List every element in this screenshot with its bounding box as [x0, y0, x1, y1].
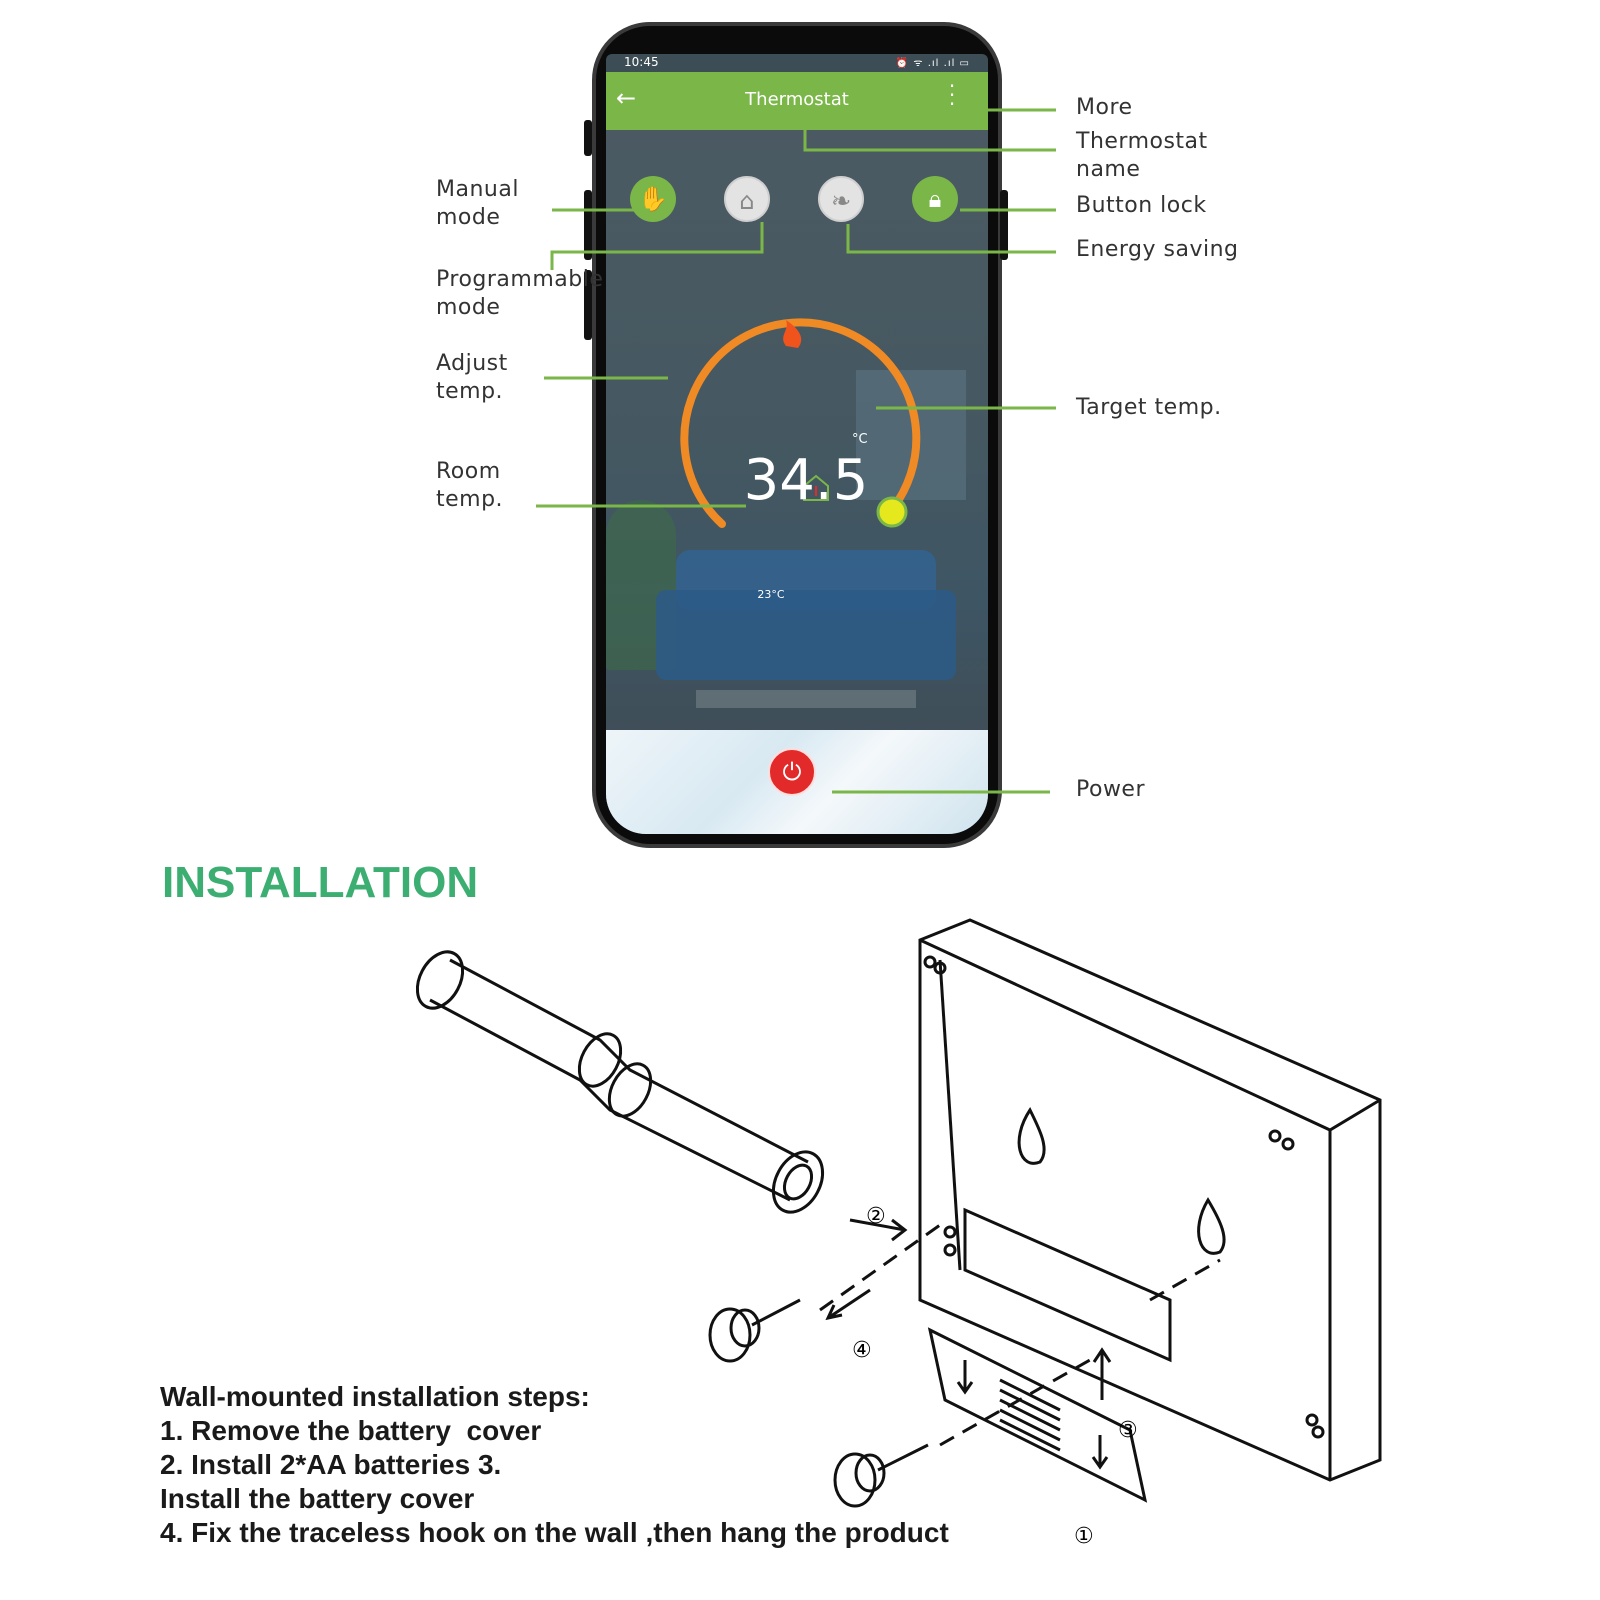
status-time: 10:45	[624, 55, 659, 69]
step-item: 4. Fix the traceless hook on the wall ,t…	[160, 1517, 949, 1548]
thermostat-name: Thermostat	[745, 89, 849, 110]
installation-title: INSTALLATION	[162, 858, 479, 907]
flame-icon	[783, 320, 802, 348]
energy-saving-line	[846, 224, 1056, 254]
callout-room-temp: Room temp.	[436, 459, 504, 512]
lock-icon: 🔒︎	[928, 185, 942, 213]
programmable-mode-line	[550, 222, 764, 270]
target-temp-value: 34.5	[743, 448, 869, 513]
dashed-guide	[939, 1358, 1091, 1447]
bottom-bar: ⏻	[606, 730, 988, 834]
callout-thermostat-name: Thermostat name	[1076, 129, 1208, 182]
steps-heading: Wall-mounted installation steps:	[160, 1381, 590, 1412]
temperature-dial[interactable]	[666, 300, 926, 560]
callout-target-temp: Target temp.	[1076, 395, 1222, 420]
callout-more: More	[1076, 95, 1133, 120]
dashed-guide	[1149, 1258, 1221, 1302]
arrow-step-3	[1092, 1347, 1112, 1400]
installation-steps: Wall-mounted installation steps: 1. Remo…	[160, 1380, 949, 1550]
callout-lines	[536, 108, 1056, 794]
sofa	[656, 590, 956, 680]
hand-icon: ✋	[638, 185, 668, 213]
programmable-mode-button[interactable]: ⌂	[724, 176, 770, 222]
power-button[interactable]: ⏻	[768, 748, 816, 796]
callout-button-lock: Button lock	[1076, 193, 1207, 218]
button-lock-button[interactable]: 🔒︎	[912, 176, 958, 222]
dashed-guide	[819, 1223, 941, 1312]
step-marker-3: ③	[1118, 1418, 1138, 1443]
aa-batteries	[415, 950, 825, 1214]
phone-screen: 10:45 ⏰ ᯤ .ıl .ıl ▭ ← Thermostat ··· ✋ ⌂…	[606, 54, 988, 834]
status-bar: 10:45 ⏰ ᯤ .ıl .ıl ▭	[606, 54, 988, 72]
arrow-step-4	[825, 1288, 871, 1321]
phone-volume-button	[584, 270, 592, 340]
callout-manual-mode: Manual mode	[436, 177, 519, 230]
energy-saving-button[interactable]: ❧	[818, 176, 864, 222]
phone-volume-button	[584, 190, 592, 260]
manual-mode-button[interactable]: ✋	[630, 176, 676, 222]
room-temp-house-icon	[803, 474, 829, 501]
screw	[708, 1298, 801, 1363]
phone-power-key	[1000, 190, 1008, 260]
back-arrow-icon[interactable]: ←	[616, 84, 637, 112]
screw	[833, 1443, 929, 1508]
power-icon: ⏻	[782, 758, 802, 786]
phone-side-button	[584, 120, 592, 156]
callout-power: Power	[1076, 777, 1146, 802]
callout-energy-saving: Energy saving	[1076, 237, 1239, 262]
hanging-slot	[1197, 1197, 1226, 1255]
hanging-slot	[1017, 1107, 1046, 1165]
callout-programmable-mode: Programmable mode	[436, 267, 604, 320]
more-icon[interactable]: ···	[948, 74, 956, 116]
installation-diagram	[415, 918, 1382, 1508]
battery-cover	[927, 1327, 1148, 1503]
step-marker-4: ④	[852, 1338, 872, 1363]
dial-knob[interactable]	[876, 496, 908, 528]
callout-adjust-temp: Adjust temp.	[436, 351, 508, 404]
room-temp-value: 23°C	[757, 588, 785, 601]
dial-arc	[680, 318, 921, 528]
room-background: ✋ ⌂ ❧ 🔒︎ °C 34.5 23°C	[606, 130, 988, 806]
step-item: 1. Remove the battery cover	[160, 1415, 542, 1446]
battery-compartment	[963, 1207, 1172, 1363]
programmable-house-icon: ⌂	[739, 187, 755, 215]
thermostat-back-body	[918, 918, 1382, 1482]
step-marker-1: ①	[1074, 1524, 1094, 1549]
app-bar: ← Thermostat ···	[606, 72, 988, 130]
step-item: 2. Install 2*AA batteries 3.	[160, 1449, 502, 1480]
temp-unit: °C	[852, 432, 868, 447]
arrow-step-2	[849, 1218, 908, 1242]
leaf-icon: ❧	[830, 187, 852, 215]
thermostat-name-line	[803, 130, 1056, 152]
coffee-table	[696, 690, 916, 708]
step-item: Install the battery cover	[160, 1483, 475, 1514]
step-marker-2: ②	[866, 1204, 886, 1229]
status-icons: ⏰ ᯤ .ıl .ıl ▭	[895, 58, 970, 69]
